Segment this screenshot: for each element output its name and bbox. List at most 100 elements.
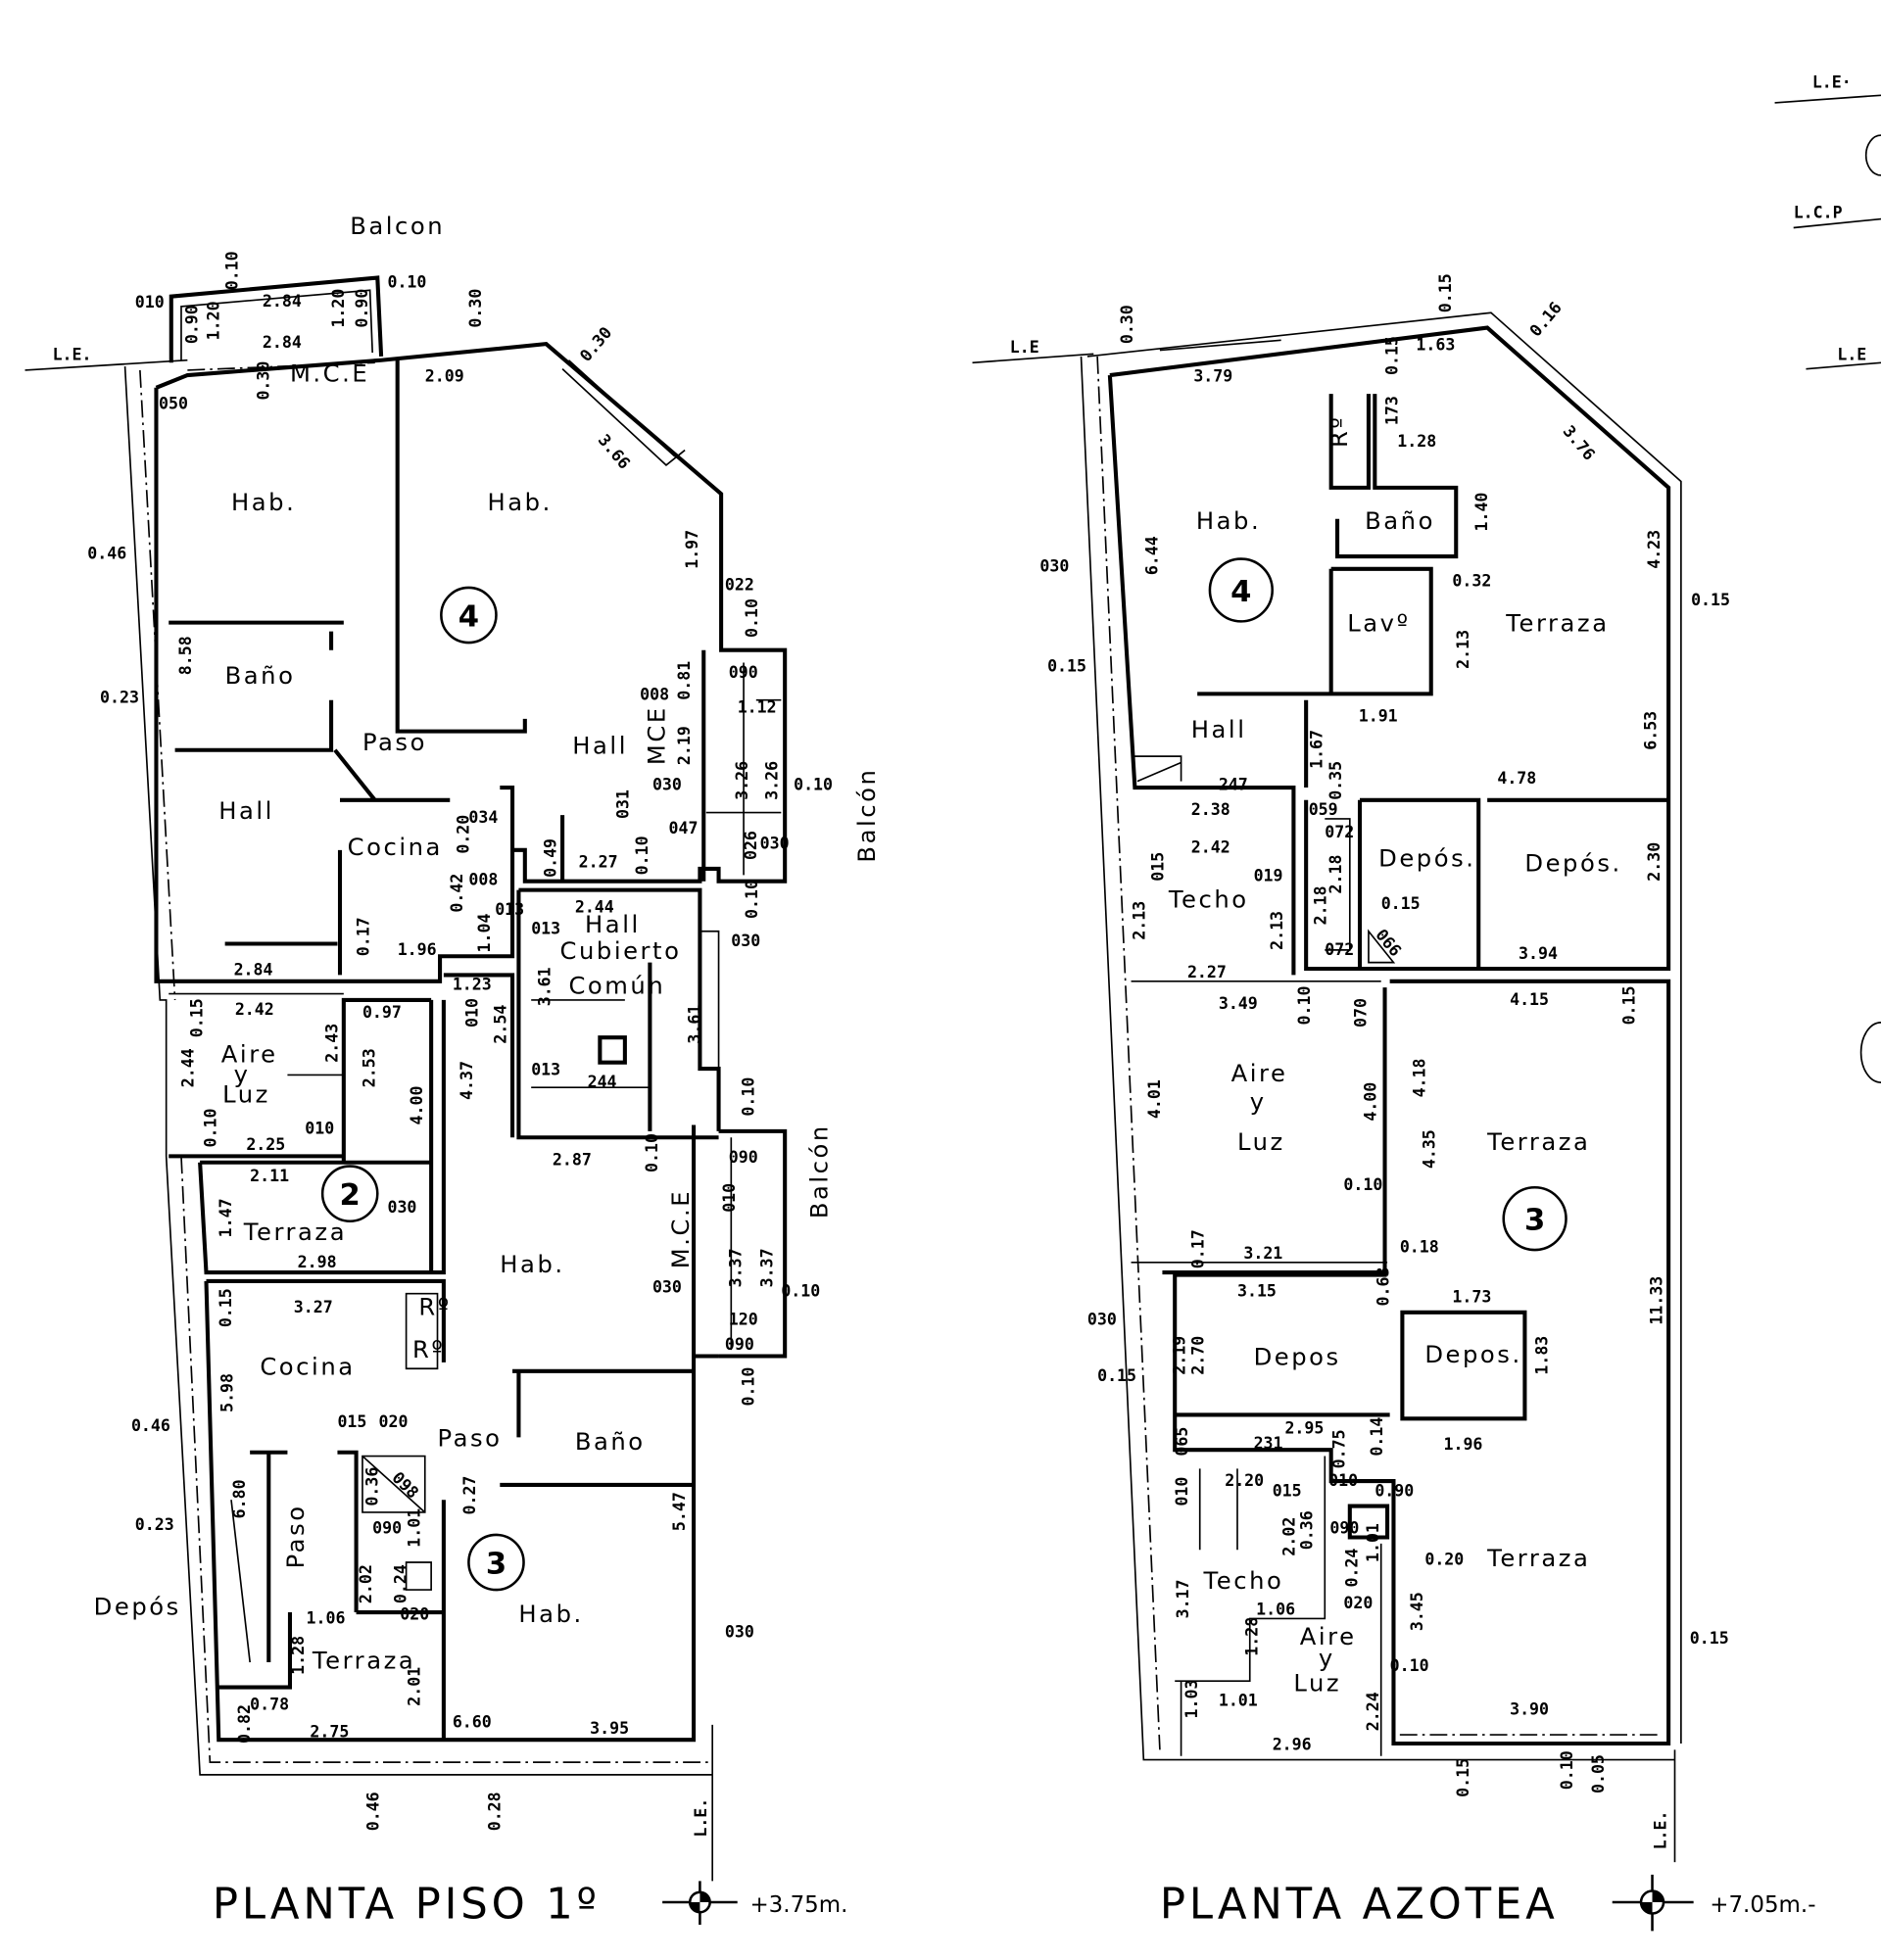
- dimension-label: 030: [652, 776, 682, 794]
- dimension-label: 0.14: [1368, 1417, 1386, 1457]
- dimension-label: 0.10: [739, 1077, 757, 1117]
- dimension-label: 0.20: [454, 815, 472, 854]
- stair-lines: [1131, 755, 1396, 964]
- dimension-label: 6.53: [1641, 711, 1660, 750]
- dimension-label: 0.16: [1526, 299, 1566, 341]
- dimension-label: 0.32: [1452, 572, 1491, 591]
- hall-cubierto-walls: [429, 887, 721, 1273]
- room-label: Depós.: [1524, 850, 1621, 878]
- level-piso-1: +3.75m.: [749, 1892, 847, 1918]
- unit-3-fixtures: [230, 1292, 439, 1663]
- plan-title-azotea: PLANTA AZOTEA: [1160, 1881, 1559, 1930]
- plan-title-piso-1: PLANTA PISO 1º: [213, 1881, 601, 1930]
- dimension-label: 1.06: [307, 1609, 346, 1628]
- dimension-label: 4.35: [1421, 1129, 1439, 1169]
- dimension-label: 0.30: [1118, 305, 1136, 344]
- roof-outer-line: [1086, 311, 1682, 1744]
- unit-2-walls: [169, 997, 446, 1275]
- dimension-label: 0.78: [250, 1696, 289, 1714]
- dimension-label: 3.15: [1237, 1281, 1277, 1300]
- dimension-label: 031: [614, 789, 633, 819]
- dimension-label: 2.19: [675, 726, 694, 765]
- dimension-label: 2.53: [361, 1048, 379, 1087]
- dimension-label: 1.40: [1472, 493, 1491, 532]
- dimension-label: 1.12: [738, 697, 777, 716]
- dimension-label: 0.24: [1342, 1549, 1361, 1588]
- dimension-label: 0.27: [460, 1476, 479, 1515]
- dimension-label: 1.63: [1416, 336, 1455, 355]
- dimension-label: 0.30: [466, 289, 485, 328]
- dimension-label: 066: [1372, 926, 1405, 960]
- unit-number: 2: [340, 1178, 361, 1213]
- dimension-label: 0.15: [217, 1288, 235, 1327]
- unit-3-roof-walls: [1162, 979, 1671, 1746]
- dimension-label: 010: [720, 1183, 739, 1213]
- dimension-label: 0.36: [362, 1467, 381, 1506]
- level-marker-azotea: [1612, 1874, 1694, 1932]
- dimension-label: 0.97: [362, 1003, 402, 1022]
- dimension-label: 3.21: [1243, 1244, 1282, 1263]
- room-label: Terraza: [1486, 1545, 1590, 1572]
- dimension-label: 0.15: [1454, 1758, 1472, 1797]
- dimension-label: 030: [387, 1198, 416, 1217]
- dimension-label: 3.37: [757, 1248, 776, 1287]
- dimension-label: 020: [1343, 1594, 1373, 1612]
- dimension-label: 0.23: [135, 1515, 174, 1534]
- room-label: Hall: [585, 911, 641, 938]
- dimension-label: 047: [669, 819, 699, 837]
- dimension-label: 0.24: [392, 1564, 410, 1603]
- level-azotea: +7.05m.-: [1710, 1892, 1815, 1918]
- room-label: Terraza: [243, 1219, 347, 1246]
- property-line: [972, 353, 1094, 364]
- dimension-label: 1.83: [1532, 1336, 1551, 1375]
- dimension-label: 3.90: [1510, 1700, 1549, 1719]
- dimension-label: 0.81: [675, 661, 694, 700]
- unit-circle: [1502, 1185, 1568, 1252]
- dimension-label: 0.15: [1381, 894, 1421, 913]
- dimension-label: 0.90: [183, 305, 202, 344]
- dimension-label: 0.46: [364, 1792, 383, 1831]
- dimension-label: 1.01: [1219, 1692, 1258, 1710]
- dimension-label: 1.20: [329, 289, 348, 328]
- dimension-label: 013: [495, 900, 524, 919]
- dimension-label: 013: [531, 1060, 560, 1078]
- dimension-label: 2.09: [425, 366, 464, 385]
- room-label: Cubierto: [560, 937, 682, 965]
- dimension-label: 2.98: [298, 1253, 337, 1271]
- room-label: Balcón: [853, 768, 881, 863]
- dimension-label: 015: [1273, 1481, 1302, 1500]
- dimension-label: 4.23: [1645, 530, 1664, 569]
- dimension-label: 2.42: [1191, 837, 1230, 856]
- dimension-label: 0.15: [1620, 985, 1639, 1025]
- dimension-label: 1.73: [1452, 1288, 1491, 1307]
- dimension-label: 019: [1254, 867, 1283, 885]
- room-label: Hab.: [1196, 507, 1261, 535]
- dimension-label: 030: [760, 835, 790, 853]
- unit-3-roof-thin: [1131, 980, 1663, 1756]
- dimension-label: 2.70: [1189, 1336, 1208, 1375]
- dimension-label: 3.79: [1193, 366, 1232, 385]
- room-label: Hab.: [518, 1601, 583, 1628]
- dimension-label: 0.10: [1390, 1656, 1429, 1675]
- dimension-label: 2.02: [357, 1564, 375, 1603]
- unit-circle: [320, 1165, 379, 1222]
- dimension-label: 0.10: [743, 598, 761, 638]
- unit-number: 4: [458, 599, 479, 634]
- dimension-label: 1.20: [204, 301, 222, 340]
- dimension-label: 0.10: [781, 1281, 820, 1300]
- dimension-label: 008: [468, 871, 498, 889]
- dimension-label: 2.38: [1191, 800, 1230, 819]
- outer-boundary: [1080, 356, 1676, 1863]
- dimension-label: 0.30: [576, 323, 615, 365]
- unit-number: 3: [1524, 1204, 1545, 1238]
- unit-number: 3: [486, 1547, 506, 1581]
- dimension-label: 1.06: [1256, 1601, 1295, 1619]
- dimension-label: 0.36: [1298, 1510, 1317, 1550]
- dimension-label: 1.67: [1308, 730, 1326, 769]
- dimension-label: 0.10: [222, 251, 241, 290]
- dimension-label: 1.97: [683, 530, 701, 569]
- room-label: Paso: [438, 1424, 503, 1452]
- room-label: Hall: [218, 797, 274, 825]
- dimension-label: 2.54: [492, 1005, 510, 1044]
